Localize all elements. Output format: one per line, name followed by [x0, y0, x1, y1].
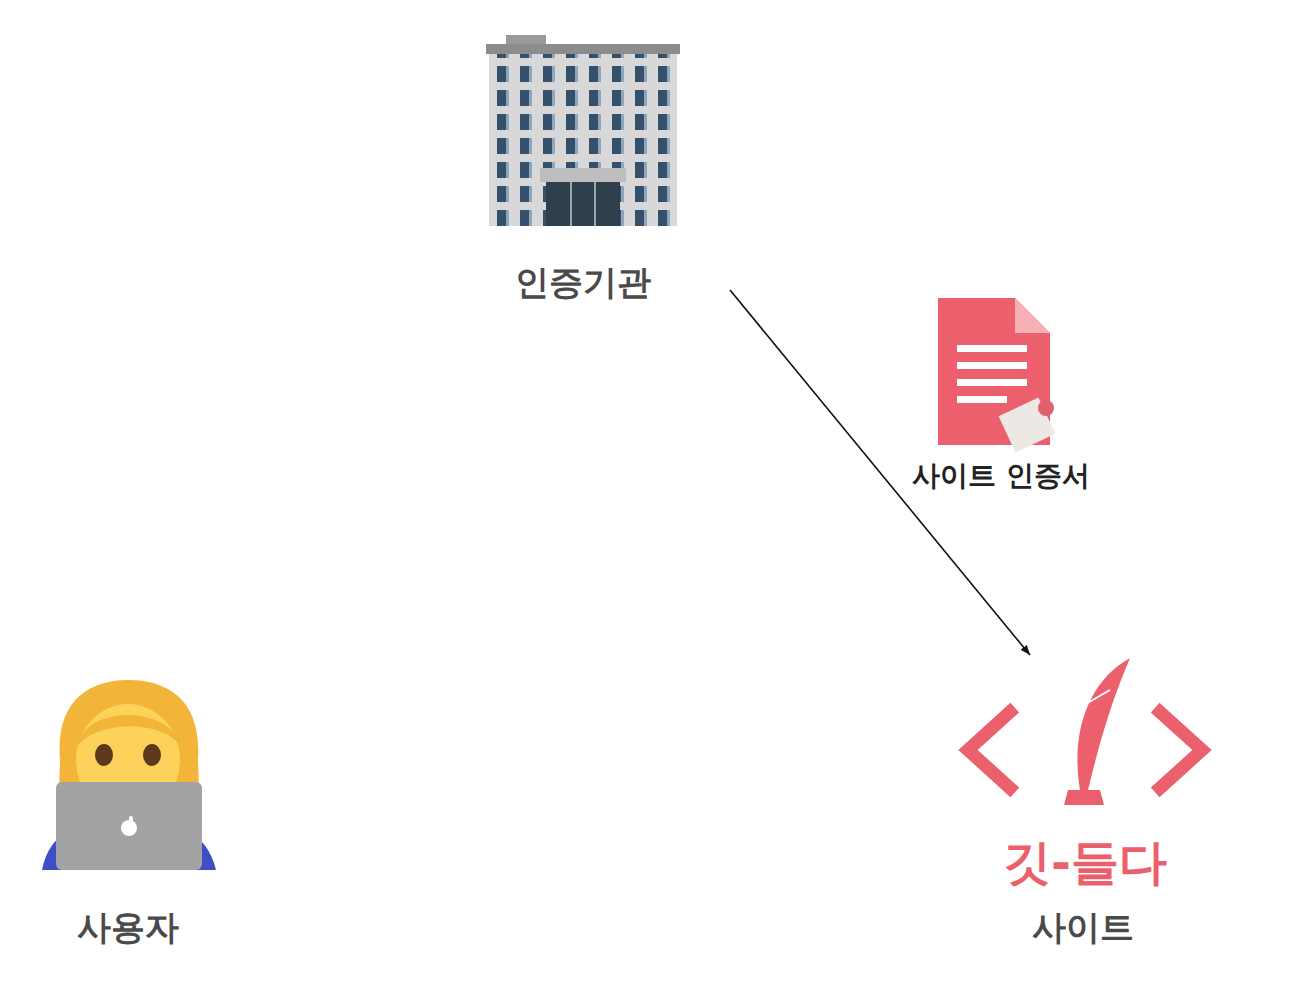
authority-node: 인증기관 [485, 30, 730, 295]
node-label: 깃-들다 [1003, 836, 1167, 889]
site-node: 깃-들다사이트 [955, 655, 1215, 955]
node-label: 사용자 [77, 909, 179, 946]
user-icon [42, 680, 216, 870]
node-label: 인증기관 [515, 264, 651, 301]
edge-label: 사이트 인증서 [909, 461, 1093, 492]
building-icon [486, 35, 680, 226]
node-label: 사이트 [1032, 909, 1134, 946]
user-node: 사용자 [35, 675, 225, 965]
feather-icon [1064, 658, 1130, 805]
certificate-icon [938, 298, 1055, 452]
